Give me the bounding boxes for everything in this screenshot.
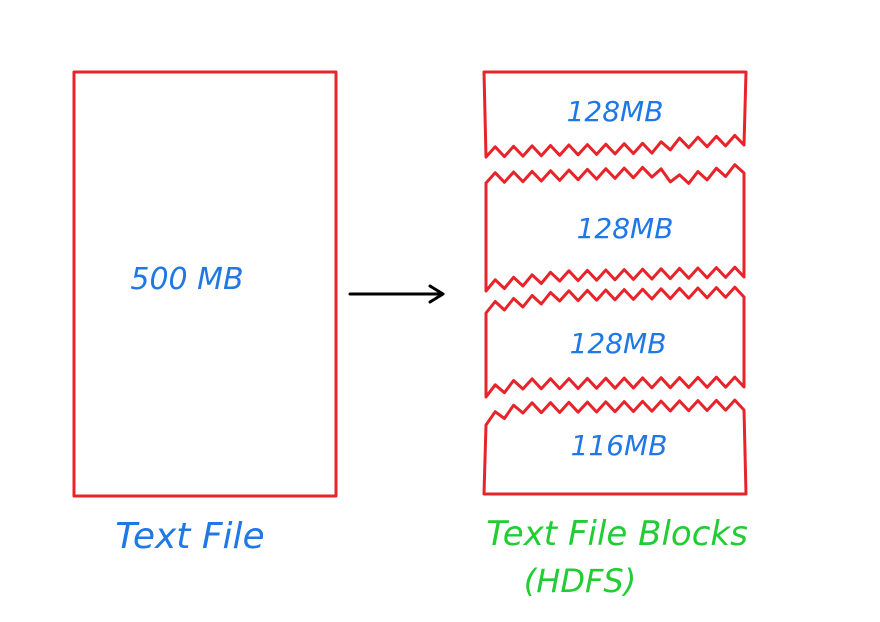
block-1-outline — [482, 70, 748, 159]
text-file-blocks — [482, 70, 748, 496]
block-3-outline — [484, 285, 746, 399]
text-file-box: 500 MB — [72, 70, 338, 498]
block-4-label: 116MB — [571, 429, 668, 462]
split-arrow — [348, 284, 445, 304]
text-file-caption: Text File — [115, 516, 264, 557]
text-file-size-label: 500 MB — [130, 262, 243, 297]
block-1-label: 128MB — [567, 95, 664, 128]
block-2-label: 128MB — [577, 212, 674, 245]
block-2-outline — [484, 163, 746, 293]
block-4-outline — [482, 398, 748, 496]
text-file-outline — [72, 70, 338, 498]
block-3-label: 128MB — [570, 327, 667, 360]
blocks-caption-line1: Text File Blocks — [486, 514, 748, 554]
blocks-caption-line2: (HDFS) — [524, 562, 636, 600]
